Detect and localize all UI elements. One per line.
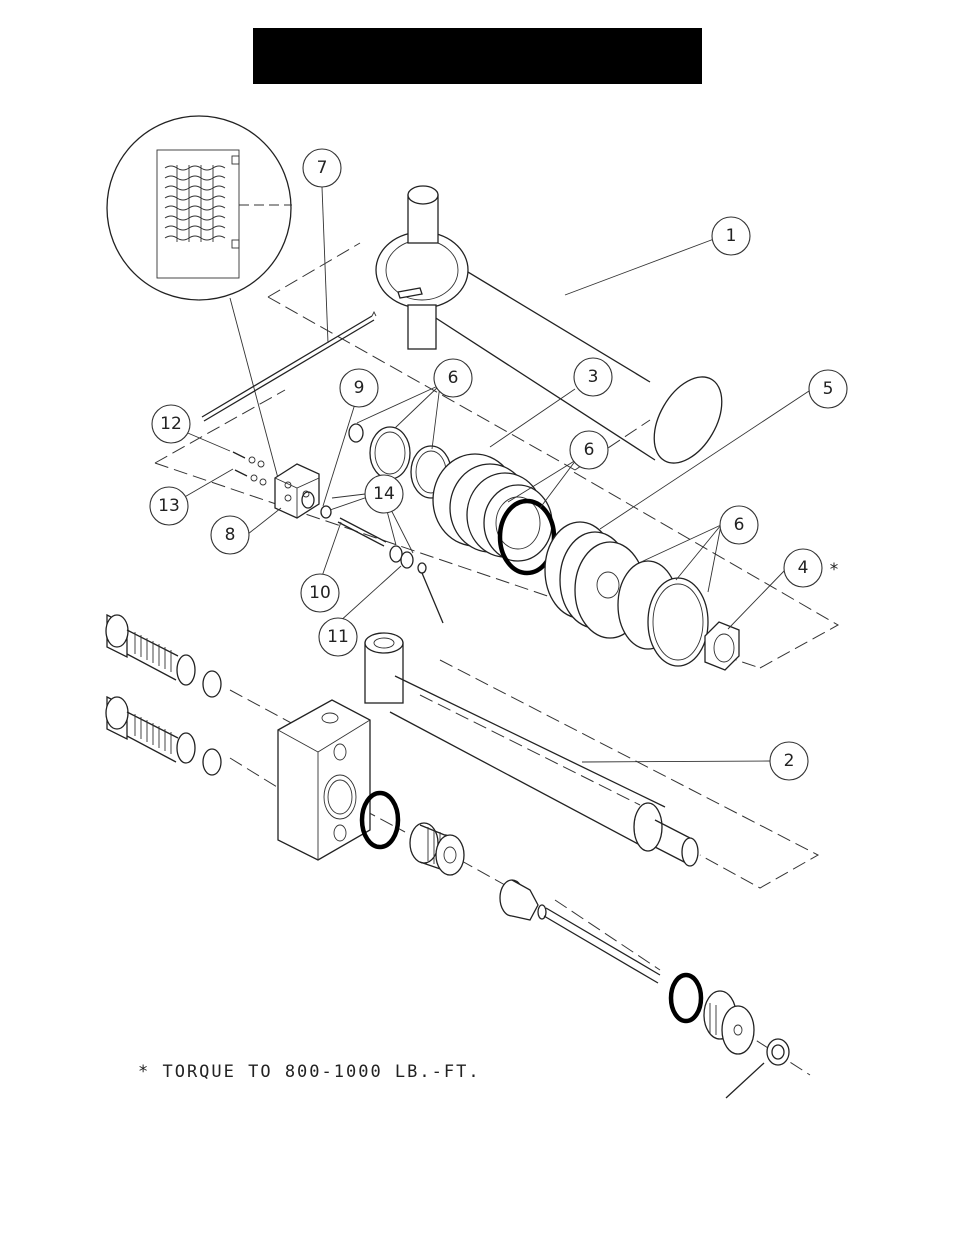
svg-text:9: 9 [354,378,365,398]
callout-11: 11 [319,618,357,656]
cylinder-barrel [376,186,736,475]
svg-text:1: 1 [726,226,737,246]
callout-6c: 6 [720,506,758,544]
torque-note: * TORQUE TO 800-1000 LB.-FT. [138,1062,481,1082]
svg-text:5: 5 [823,379,834,399]
detail-view [107,116,292,497]
svg-text:*: * [830,560,839,580]
callout-6b: 6 [570,431,608,469]
callout-13: 13 [150,487,188,525]
svg-text:11: 11 [327,627,349,647]
large-manifold-block [278,700,398,860]
svg-text:2: 2 [784,751,795,771]
leader-line-unlabeled-lower [726,1063,764,1098]
piston [545,522,708,666]
callout-1: 1 [712,217,750,255]
svg-text:3: 3 [588,367,599,387]
callout-7: 7 [303,149,341,187]
svg-text:8: 8 [225,525,236,545]
leader-line-unlabeled-upper [422,573,443,623]
callout-3: 3 [574,358,612,396]
lower-internal-parts [410,823,789,1065]
callout-5: 5 [809,370,847,408]
svg-text:13: 13 [158,496,180,516]
svg-text:10: 10 [309,583,331,603]
callout-14: 14 [365,475,403,513]
svg-text:7: 7 [317,158,328,178]
callout-2: 2 [770,742,808,780]
callout-12: 12 [152,405,190,443]
callout-10: 10 [301,574,339,612]
svg-text:12: 12 [160,414,182,434]
leader-lines-lower [582,761,770,762]
upper-assembly-plane [155,243,838,668]
svg-text:6: 6 [448,368,459,388]
callout-9: 9 [340,369,378,407]
svg-text:6: 6 [584,440,595,460]
mounting-bolts [106,615,221,775]
svg-text:6: 6 [734,515,745,535]
callout-8: 8 [211,516,249,554]
gland [433,454,554,573]
svg-text:14: 14 [373,484,395,504]
svg-text:4: 4 [798,558,809,578]
callout-4: 4 * [784,549,838,587]
callout-6a: 6 [434,359,472,397]
piston-nut [705,622,739,670]
